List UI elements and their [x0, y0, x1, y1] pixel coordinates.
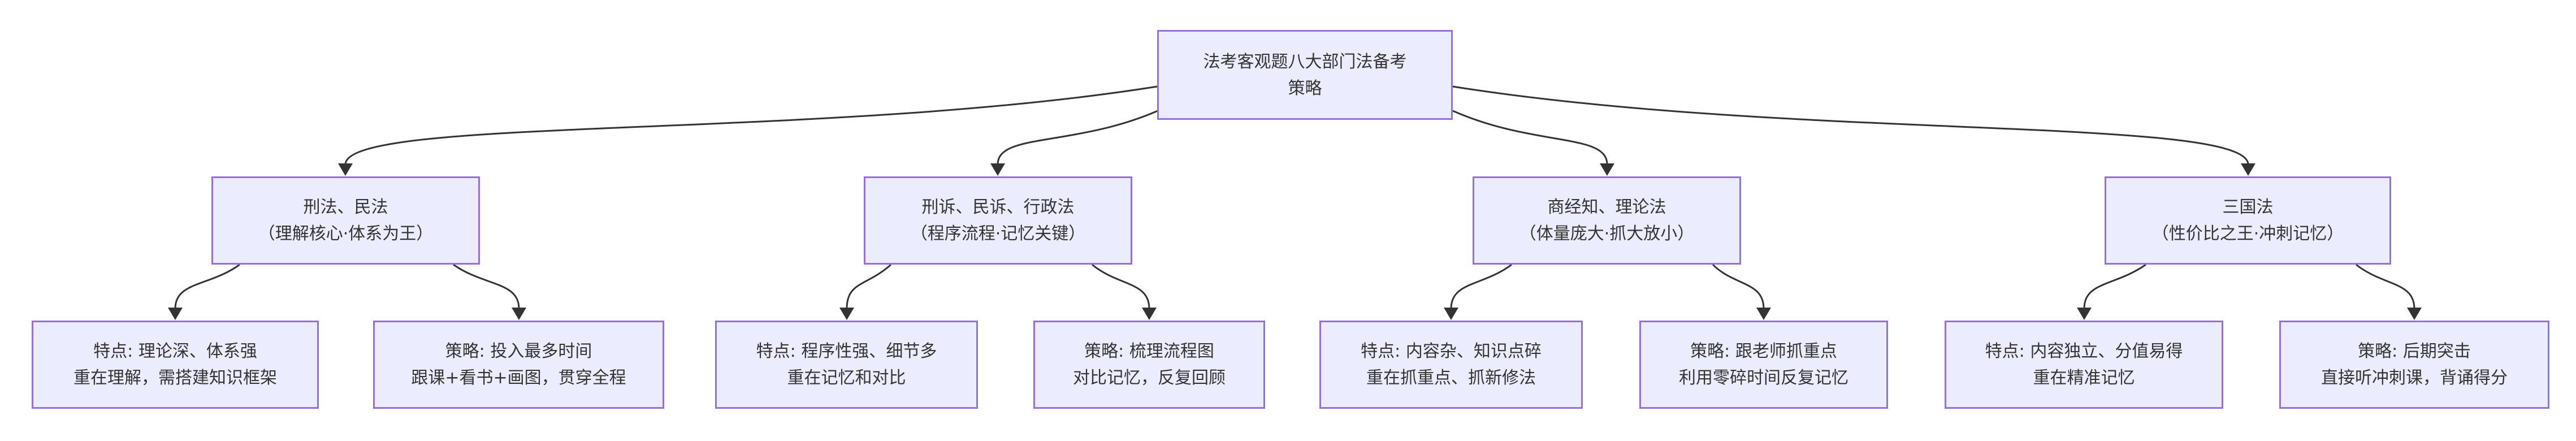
arrowhead-leaf1-icon	[168, 308, 183, 320]
arrowhead-branch3-icon	[1600, 163, 1614, 176]
node-leaf-criminal-civil-features: 特点: 理论深、体系强 重在理解，需搭建知识框架	[32, 321, 319, 409]
node-leaf-commercial-strategy: 策略: 跟老师抓重点 利用零碎时间反复记忆	[1639, 321, 1888, 409]
node-branch-criminal-civil-line2: （理解核心·体系为王）	[258, 224, 434, 244]
edge-branch3-leaf6	[1712, 263, 1765, 309]
node-leaf-international-strategy-line1: 策略: 后期突击	[2358, 341, 2471, 361]
edge-branch3-leaf5	[1450, 263, 1512, 309]
node-leaf-commercial-features: 特点: 内容杂、知识点碎 重在抓重点、抓新修法	[1319, 321, 1583, 409]
node-branch-international-laws-line2: （性价比之王·冲刺记忆）	[2151, 224, 2344, 244]
edge-branch4-leaf8	[2356, 263, 2415, 309]
node-branch-procedural-laws-line1: 刑诉、民诉、行政法	[921, 197, 1075, 217]
node-branch-international-laws-line1: 三国法	[2222, 197, 2274, 217]
node-leaf-commercial-strategy-line1: 策略: 跟老师抓重点	[1690, 341, 1837, 361]
node-branch-procedural-laws: 刑诉、民诉、行政法 （程序流程·记忆关键）	[864, 176, 1132, 265]
edge-branch4-leaf7	[2083, 263, 2146, 309]
node-leaf-procedural-features: 特点: 程序性强、细节多 重在记忆和对比	[715, 321, 978, 409]
edge-root-branch3	[1452, 110, 1608, 165]
node-leaf-commercial-features-line2: 重在抓重点、抓新修法	[1366, 368, 1536, 388]
node-branch-criminal-civil-line1: 刑法、民法	[303, 197, 388, 217]
node-leaf-commercial-features-line1: 特点: 内容杂、知识点碎	[1361, 341, 1542, 361]
edge-branch1-leaf1	[174, 263, 240, 309]
arrowhead-leaf6-icon	[1756, 308, 1771, 320]
arrowhead-branch2-icon	[990, 163, 1005, 176]
edge-branch2-leaf3	[846, 263, 892, 309]
arrowhead-leaf7-icon	[2077, 308, 2092, 320]
arrowhead-leaf4-icon	[1142, 308, 1157, 320]
node-leaf-criminal-civil-strategy: 策略: 投入最多时间 跟课+看书+画图，贯穿全程	[373, 321, 664, 409]
edge-root-branch2	[997, 110, 1158, 165]
node-root-line2: 策略	[1288, 78, 1322, 98]
node-branch-criminal-civil: 刑法、民法 （理解核心·体系为王）	[211, 176, 480, 265]
node-leaf-international-strategy-line2: 直接听冲刺课，背诵得分	[2321, 368, 2508, 388]
node-leaf-international-features-line1: 特点: 内容独立、分值易得	[1985, 341, 2183, 361]
node-leaf-international-features: 特点: 内容独立、分值易得 重在精准记忆	[1945, 321, 2223, 409]
node-leaf-commercial-strategy-line2: 利用零碎时间反复记忆	[1679, 368, 1848, 388]
node-leaf-international-strategy: 策略: 后期突击 直接听冲刺课，背诵得分	[2279, 321, 2549, 409]
node-branch-commercial-theory-line2: （体量庞大·抓大放小）	[1519, 224, 1695, 244]
edge-root-branch1	[344, 85, 1158, 165]
node-root: 法考客观题八大部门法备考 策略	[1157, 30, 1453, 120]
node-leaf-procedural-features-line2: 重在记忆和对比	[787, 368, 906, 388]
node-branch-commercial-theory: 商经知、理论法 （体量庞大·抓大放小）	[1473, 176, 1741, 265]
edge-branch1-leaf2	[453, 263, 520, 309]
arrowhead-branch1-icon	[338, 163, 353, 176]
node-leaf-criminal-civil-strategy-line2: 跟课+看书+画图，贯穿全程	[411, 368, 626, 388]
node-branch-procedural-laws-line2: （程序流程·记忆关键）	[910, 224, 1086, 244]
arrowhead-leaf8-icon	[2407, 308, 2422, 320]
node-branch-international-laws: 三国法 （性价比之王·冲刺记忆）	[2105, 176, 2391, 265]
node-leaf-criminal-civil-features-line1: 特点: 理论深、体系强	[93, 341, 257, 361]
node-branch-commercial-theory-line1: 商经知、理论法	[1547, 197, 1666, 217]
edge-root-branch4	[1452, 85, 2249, 165]
arrowhead-leaf2-icon	[512, 308, 526, 320]
node-leaf-procedural-strategy: 策略: 梳理流程图 对比记忆，反复回顾	[1033, 321, 1265, 409]
node-leaf-procedural-features-line1: 特点: 程序性强、细节多	[756, 341, 937, 361]
arrowhead-leaf5-icon	[1444, 308, 1458, 320]
arrowhead-branch4-icon	[2241, 163, 2255, 176]
node-root-line1: 法考客观题八大部门法备考	[1203, 51, 1407, 72]
node-leaf-criminal-civil-features-line2: 重在理解，需搭建知识框架	[73, 368, 277, 388]
node-leaf-procedural-strategy-line1: 策略: 梳理流程图	[1084, 341, 1214, 361]
node-leaf-criminal-civil-strategy-line1: 策略: 投入最多时间	[445, 341, 592, 361]
node-leaf-procedural-strategy-line2: 对比记忆，反复回顾	[1073, 368, 1226, 388]
node-leaf-international-features-line2: 重在精准记忆	[2033, 368, 2135, 388]
arrowhead-leaf3-icon	[839, 308, 854, 320]
edge-branch2-leaf4	[1092, 263, 1150, 309]
